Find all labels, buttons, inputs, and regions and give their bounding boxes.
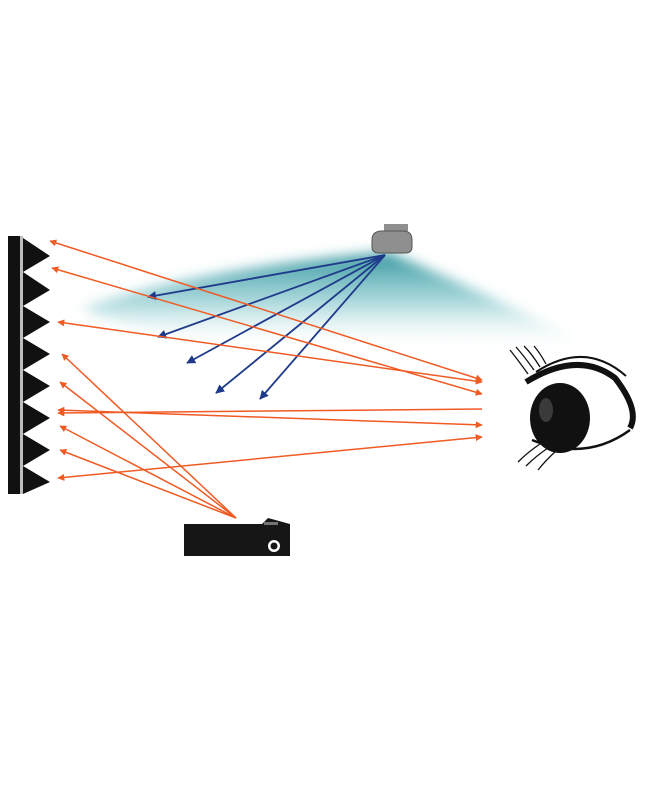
iris <box>530 383 590 453</box>
upper-eyelid-crease <box>535 355 627 377</box>
orange-ray <box>59 449 237 519</box>
ridged-projection-screen-icon <box>8 236 50 494</box>
ceiling-light-icon <box>371 224 413 254</box>
projector-rays <box>59 353 237 519</box>
reflected-rays <box>49 239 483 481</box>
lower-eyelashes <box>517 443 557 471</box>
screen-ridges <box>23 238 50 494</box>
orange-ray <box>57 319 483 385</box>
orange-ray <box>59 381 237 519</box>
orange-ray <box>57 434 483 481</box>
orange-ray <box>59 425 237 519</box>
orange-ray <box>57 408 483 417</box>
upper-eyelid <box>524 361 636 430</box>
orange-ray <box>61 353 237 519</box>
upper-eyelashes <box>509 345 547 375</box>
pupil-highlight <box>539 398 553 422</box>
eye-icon <box>509 345 636 471</box>
projector-icon <box>184 518 290 556</box>
